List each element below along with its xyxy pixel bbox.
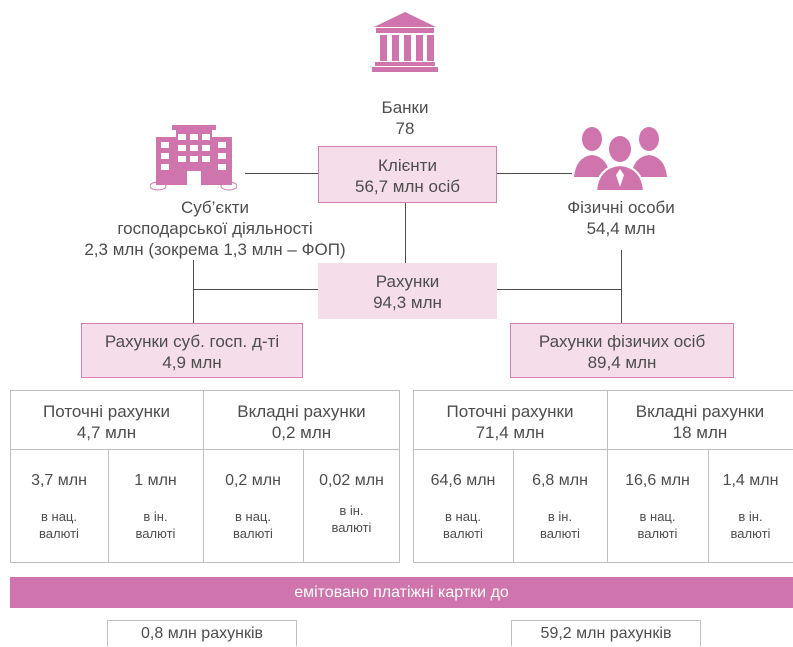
table-divider bbox=[303, 449, 304, 563]
cell-note: валюті bbox=[233, 526, 273, 541]
entities-label: Суб’єкти господарської діяльності 2,3 мл… bbox=[50, 197, 380, 260]
cell-note: валюті bbox=[637, 526, 678, 541]
clients-value: 56,7 млн осіб bbox=[355, 177, 460, 196]
left-current-header: Поточні рахунки 4,7 млн bbox=[10, 401, 203, 443]
cell-note: в нац. bbox=[639, 509, 676, 524]
right-cell-deposit-foreign: 1,4 млн в ін. валюті bbox=[708, 471, 793, 542]
connector-line bbox=[497, 289, 622, 290]
left-current-value: 4,7 млн bbox=[76, 423, 137, 442]
right-current-value: 71,4 млн bbox=[475, 423, 545, 442]
connector-line bbox=[193, 260, 194, 323]
left-cell-current-national: 3,7 млн в нац. валюті bbox=[10, 471, 108, 542]
cell-value: 6,8 млн bbox=[532, 472, 588, 489]
table-divider bbox=[513, 449, 514, 563]
individuals-name: Фізичні особи bbox=[567, 198, 675, 217]
right-cell-current-national: 64,6 млн в нац. валюті bbox=[413, 471, 513, 542]
table-divider bbox=[708, 449, 709, 563]
cell-value: 64,6 млн bbox=[430, 472, 496, 489]
table-divider bbox=[413, 449, 793, 450]
connector-line bbox=[621, 250, 622, 323]
personal-accounts-value: 89,4 млн bbox=[587, 353, 657, 372]
left-deposit-header: Вкладні рахунки 0,2 млн bbox=[203, 401, 400, 443]
left-cell-deposit-foreign: 0,02 млн в ін. валюті bbox=[303, 471, 400, 536]
right-accounts-table bbox=[413, 390, 793, 563]
cell-note: валюті bbox=[443, 526, 483, 541]
table-divider bbox=[10, 449, 400, 450]
business-accounts-box: Рахунки суб. госп. д-ті 4,9 млн bbox=[81, 323, 303, 378]
right-current-label: Поточні рахунки bbox=[446, 402, 574, 421]
clients-box: Клієнти 56,7 млн осіб bbox=[318, 146, 497, 203]
clients-label: Клієнти bbox=[378, 156, 437, 175]
right-deposit-header: Вкладні рахунки 18 млн bbox=[607, 401, 793, 443]
cell-value: 0,2 млн bbox=[225, 472, 281, 489]
entities-line2: господарської діяльності bbox=[117, 219, 313, 238]
office-building-icon bbox=[149, 125, 238, 191]
banks-value: 78 bbox=[395, 119, 415, 138]
cards-left-box: 0,8 млн рахунків bbox=[107, 620, 297, 646]
cell-note: в ін. bbox=[738, 509, 763, 524]
cell-note: в нац. bbox=[445, 509, 481, 524]
connector-line bbox=[193, 289, 318, 290]
cell-note: валюті bbox=[39, 526, 79, 541]
cell-value: 1,4 млн bbox=[722, 472, 779, 489]
business-accounts-value: 4,9 млн bbox=[162, 353, 222, 372]
accounts-label: Рахунки bbox=[375, 272, 440, 291]
personal-accounts-label: Рахунки фізичих осіб bbox=[538, 332, 706, 351]
business-accounts-label: Рахунки суб. госп. д-ті bbox=[104, 332, 280, 351]
people-group-icon bbox=[574, 125, 667, 192]
bank-building-icon bbox=[372, 12, 438, 72]
cell-note: валюті bbox=[730, 526, 771, 541]
right-deposit-value: 18 млн bbox=[672, 423, 728, 442]
left-accounts-table bbox=[10, 390, 400, 563]
table-divider bbox=[203, 390, 204, 563]
right-deposit-label: Вкладні рахунки bbox=[635, 402, 765, 421]
right-current-header: Поточні рахунки 71,4 млн bbox=[413, 401, 607, 443]
cell-note: в нац. bbox=[41, 509, 77, 524]
entities-line1: Суб’єкти bbox=[180, 198, 250, 217]
personal-accounts-box: Рахунки фізичих осіб 89,4 млн bbox=[510, 323, 734, 378]
left-cell-current-foreign: 1 млн в ін. валюті bbox=[108, 471, 203, 542]
cell-note: в нац. bbox=[235, 509, 271, 524]
cell-note: в ін. bbox=[339, 503, 364, 518]
cards-band: емітовано платіжні картки до bbox=[10, 577, 793, 608]
cards-right-box: 59,2 млн рахунків bbox=[511, 620, 701, 646]
cell-value: 3,7 млн bbox=[31, 472, 87, 489]
cell-value: 1 млн bbox=[134, 472, 177, 489]
accounts-box: Рахунки 94,3 млн bbox=[318, 263, 497, 319]
cell-note: валюті bbox=[135, 526, 176, 541]
left-cell-deposit-national: 0,2 млн в нац. валюті bbox=[203, 471, 303, 542]
entities-line3: 2,3 млн (зокрема 1,3 млн – ФОП) bbox=[84, 240, 346, 259]
cell-note: валюті bbox=[540, 526, 580, 541]
right-cell-deposit-national: 16,6 млн в нац. валюті bbox=[607, 471, 708, 542]
connector-line bbox=[405, 203, 406, 263]
connector-line bbox=[497, 173, 572, 174]
cell-value: 16,6 млн bbox=[625, 472, 690, 489]
left-deposit-value: 0,2 млн bbox=[271, 423, 332, 442]
individuals-value: 54,4 млн bbox=[586, 219, 656, 238]
cell-value: 0,02 млн bbox=[319, 472, 384, 489]
accounts-value: 94,3 млн bbox=[373, 293, 442, 312]
left-deposit-label: Вкладні рахунки bbox=[237, 402, 366, 421]
connector-line bbox=[245, 173, 318, 174]
right-cell-current-foreign: 6,8 млн в ін. валюті bbox=[513, 471, 607, 542]
left-current-label: Поточні рахунки bbox=[43, 402, 170, 421]
individuals-label: Фізичні особи 54,4 млн bbox=[535, 197, 707, 239]
banks-label: Банки bbox=[381, 98, 429, 117]
cell-note: валюті bbox=[331, 520, 372, 535]
table-divider bbox=[108, 449, 109, 563]
cell-note: в ін. bbox=[143, 509, 168, 524]
table-divider bbox=[607, 390, 608, 563]
cell-note: в ін. bbox=[547, 509, 573, 524]
